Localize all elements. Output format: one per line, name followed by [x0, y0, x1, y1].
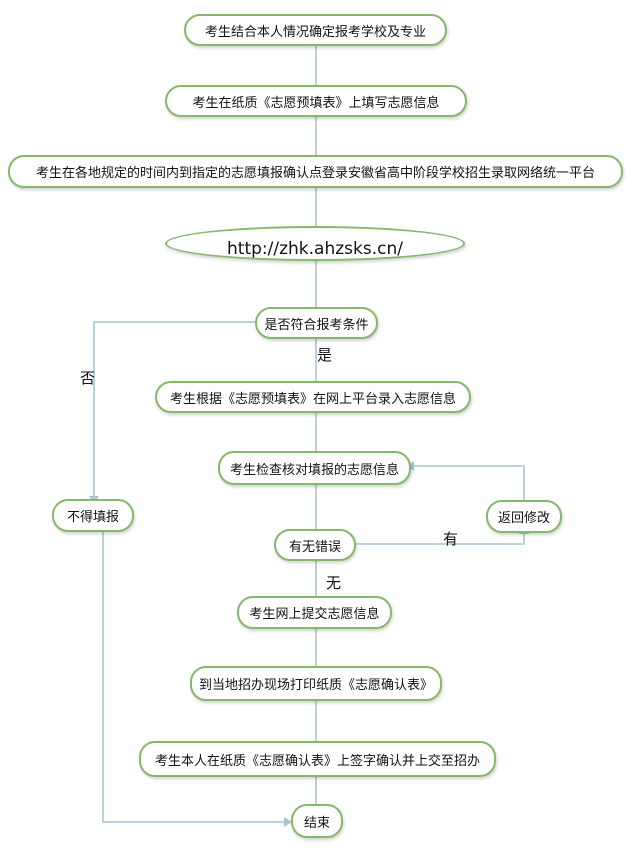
select-school-text: 考生结合本人情况确定报考学校及专业 — [204, 24, 426, 40]
sign-and-submit-text: 考生本人在纸质《志愿确认表》上签字确认并上交至招办 — [154, 753, 480, 769]
print-confirmation-node: 到当地招办现场打印纸质《志愿确认表》 — [190, 666, 442, 701]
eligibility-check-text: 是否符合报考条件 — [264, 317, 369, 333]
platform-url-node: http://zhk.ahzsks.cn/ — [165, 226, 465, 261]
platform-url-text: http://zhk.ahzsks.cn/ — [227, 239, 403, 259]
enter-online-node: 考生根据《志愿预填表》在网上平台录入志愿信息 — [155, 381, 471, 413]
sign-and-submit-node: 考生本人在纸质《志愿确认表》上签字确认并上交至招办 — [139, 741, 496, 777]
submit-online-node: 考生网上提交志愿信息 — [237, 596, 392, 629]
yes-label: 是 — [317, 346, 333, 364]
not-eligible-node: 不得填报 — [52, 499, 134, 532]
eligibility-check-node: 是否符合报考条件 — [255, 307, 378, 339]
login-platform-node: 考生在各地规定的时间内到指定的志愿填报确认点登录安徽省高中阶段学校招生录取网络统… — [8, 155, 623, 188]
enter-online-text: 考生根据《志愿预填表》在网上平台录入志愿信息 — [169, 391, 456, 407]
connector-not-eligible-to-end — [102, 530, 286, 823]
connector-return-loop — [412, 465, 525, 500]
go-back-edit-text: 返回修改 — [497, 511, 550, 526]
select-school-node: 考生结合本人情况确定报考学校及专业 — [184, 14, 447, 46]
end-node: 结束 — [291, 804, 343, 838]
submit-online-text: 考生网上提交志愿信息 — [249, 607, 380, 622]
connector-no-branch — [93, 321, 255, 498]
fill-paper-form-text: 考生在纸质《志愿预填表》上填写志愿信息 — [192, 95, 440, 111]
not-eligible-text: 不得填报 — [66, 510, 119, 525]
go-back-edit-node: 返回修改 — [486, 500, 562, 533]
review-entries-node: 考生检查核对填报的志愿信息 — [218, 451, 411, 485]
connector-has-error — [355, 532, 525, 545]
end-text: 结束 — [303, 815, 330, 831]
no-error-label: 无 — [326, 574, 342, 592]
arrowhead-to-end — [284, 817, 292, 827]
fill-paper-form-node: 考生在纸质《志愿预填表》上填写志愿信息 — [165, 85, 467, 117]
has-error-label: 有 — [443, 530, 459, 548]
review-entries-text: 考生检查核对填报的志愿信息 — [229, 462, 399, 478]
login-platform-text: 考生在各地规定的时间内到指定的志愿填报确认点登录安徽省高中阶段学校招生录取网络统… — [35, 166, 595, 181]
error-check-text: 有无错误 — [288, 539, 341, 555]
print-confirmation-text: 到当地招办现场打印纸质《志愿确认表》 — [198, 678, 433, 693]
no-label: 否 — [80, 369, 96, 387]
error-check-node: 有无错误 — [274, 529, 356, 561]
